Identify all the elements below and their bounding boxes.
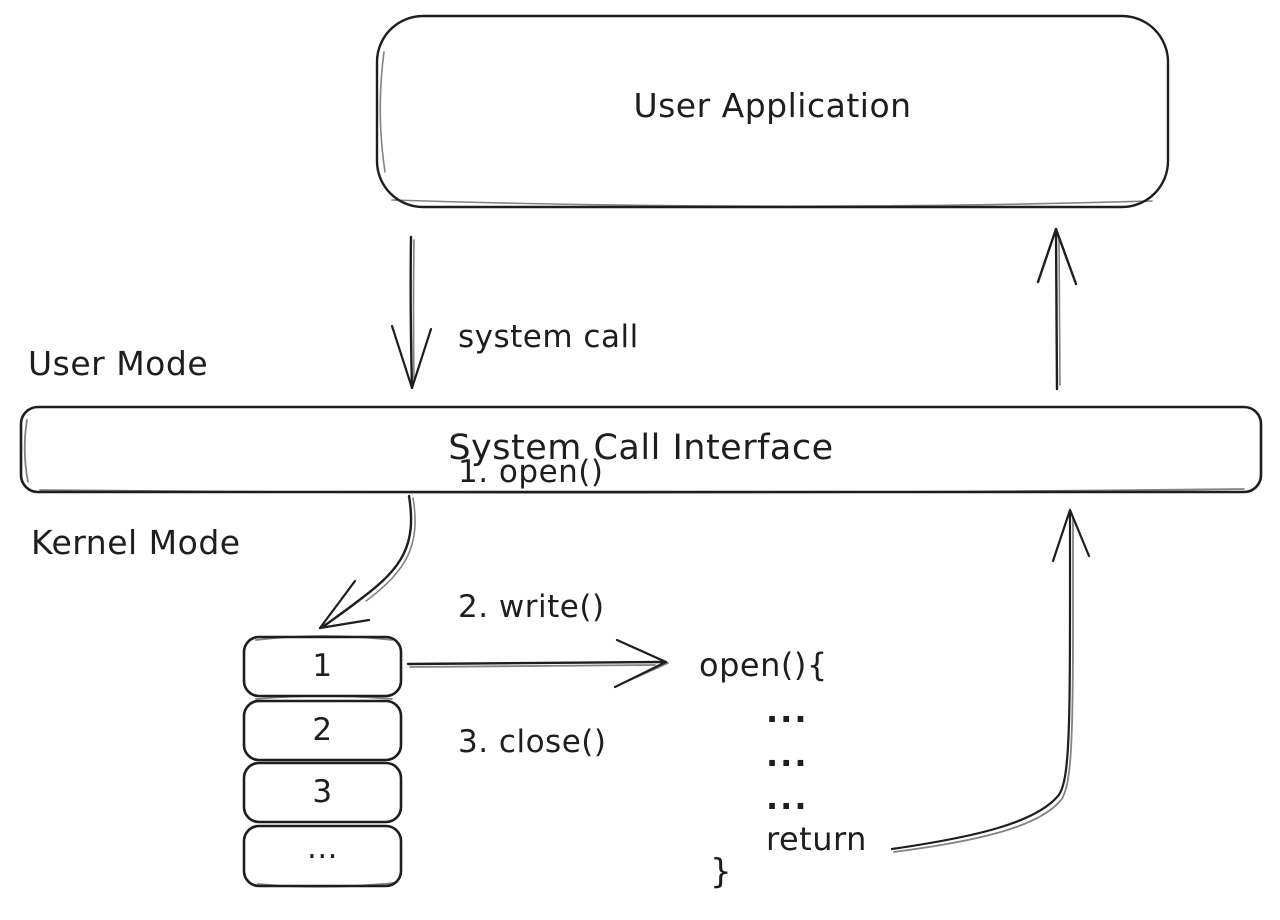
kernel-function-return: return — [766, 820, 867, 858]
table-row: 3 — [312, 774, 333, 810]
kernel-mode-label: Kernel Mode — [31, 523, 241, 562]
user-application-label: User Application — [633, 86, 912, 125]
table-dispatch-arrow — [406, 638, 669, 689]
user-application-box — [375, 14, 1170, 209]
kernel-function-body-line: ... — [766, 692, 809, 730]
return-to-interface-arrow — [890, 508, 1091, 853]
table-row: 1 — [312, 648, 333, 684]
kernel-function-close-brace: } — [710, 852, 733, 892]
system-call-step: 3. close() — [458, 724, 607, 760]
system-call-interface-bar — [19, 405, 1263, 494]
kernel-function-body-line: ... — [766, 736, 809, 774]
system-call-annotation: system call 1. open() 2. write() 3. clos… — [458, 225, 639, 855]
interface-to-app-arrow — [1036, 227, 1078, 391]
system-call-step: 1. open() — [458, 454, 604, 490]
system-call-annotation-title: system call — [458, 319, 639, 355]
syscall-down-arrow — [390, 235, 433, 390]
kernel-entry-arrow — [318, 494, 416, 630]
table-row: 2 — [312, 712, 333, 748]
kernel-function-body-line: ... — [766, 779, 809, 817]
syscall-table — [242, 635, 403, 888]
kernel-function-signature: open(){ — [699, 646, 828, 684]
user-mode-label: User Mode — [28, 344, 209, 383]
table-row: ... — [306, 830, 339, 866]
system-call-interface-label: System Call Interface — [448, 428, 834, 468]
system-call-step: 2. write() — [458, 589, 605, 625]
